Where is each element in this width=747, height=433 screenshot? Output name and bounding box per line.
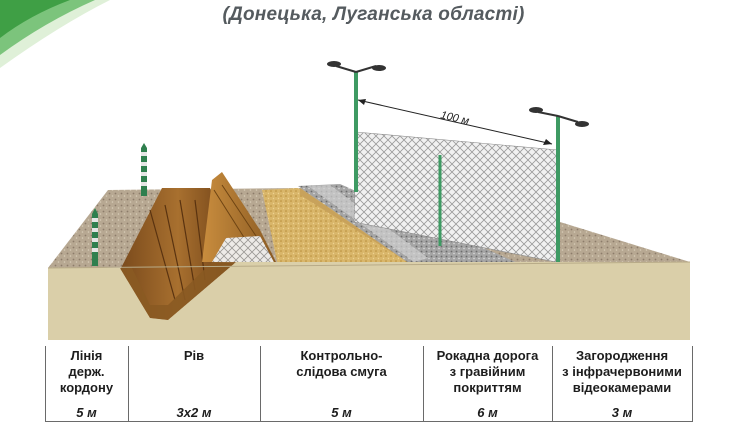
border-marker-front xyxy=(92,208,98,266)
control-trace-strip xyxy=(262,188,420,266)
zone-label-line: кордону xyxy=(59,380,114,395)
legend-divider xyxy=(128,346,129,422)
zone-width: 3х2 м xyxy=(176,405,212,420)
zone-label-line: з гравійним xyxy=(449,364,526,379)
zone-legend: Лінія держ. кордону 5 м Рів 3х2 м Контро… xyxy=(45,342,693,422)
zone-label-line: Рокадна дорога xyxy=(436,348,539,363)
zone-label-line: слідова смуга xyxy=(296,364,387,379)
legend-divider xyxy=(423,346,424,422)
legend-divider xyxy=(45,346,46,422)
legend-divider xyxy=(692,346,693,422)
zone-width: 6 м xyxy=(477,405,498,420)
zone-ditch: Рів 3х2 м xyxy=(128,342,260,422)
zone-label-line: відеокамерами xyxy=(572,380,672,395)
legend-divider xyxy=(552,346,553,422)
zone-label-line: з інфрачервоними xyxy=(562,364,682,379)
zone-patrol-road: Рокадна дорога з гравійним покриттям 6 м xyxy=(423,342,552,422)
zone-label-line: Контрольно- xyxy=(300,348,383,363)
ground-cross-section xyxy=(48,262,690,340)
zone-label-line: покриттям xyxy=(453,380,522,395)
zone-label: Загородження з інфрачервоними відеокамер… xyxy=(552,348,692,396)
fence-span-label: 100 м xyxy=(439,109,470,127)
legend-divider xyxy=(260,346,261,422)
zone-width: 5 м xyxy=(76,405,97,420)
zone-label: Лінія держ. кордону xyxy=(45,348,128,396)
zone-label-line: держ. xyxy=(68,364,105,379)
zone-width: 3 м xyxy=(611,405,633,420)
zone-label: Рокадна дорога з гравійним покриттям xyxy=(423,348,552,396)
zone-label-line: Рів xyxy=(183,348,205,363)
zone-label-line: Загородження xyxy=(575,348,669,363)
border-marker-back xyxy=(141,143,147,196)
zone-border-line: Лінія держ. кордону 5 м xyxy=(45,342,128,422)
zone-label: Рів xyxy=(128,348,260,364)
subtitle: (Донецька, Луганська області) xyxy=(222,4,525,25)
zone-control-strip: Контрольно- слідова смуга 5 м xyxy=(260,342,423,422)
legend-baseline xyxy=(45,421,693,422)
zone-label-line: Лінія xyxy=(70,348,103,363)
zone-width: 5 м xyxy=(331,405,352,420)
corner-logo-graphic xyxy=(0,0,110,68)
zone-label: Контрольно- слідова смуга xyxy=(260,348,423,380)
border-barrier-diagram: 100 м xyxy=(47,61,691,340)
zone-fence: Загородження з інфрачервоними відеокамер… xyxy=(552,342,692,422)
